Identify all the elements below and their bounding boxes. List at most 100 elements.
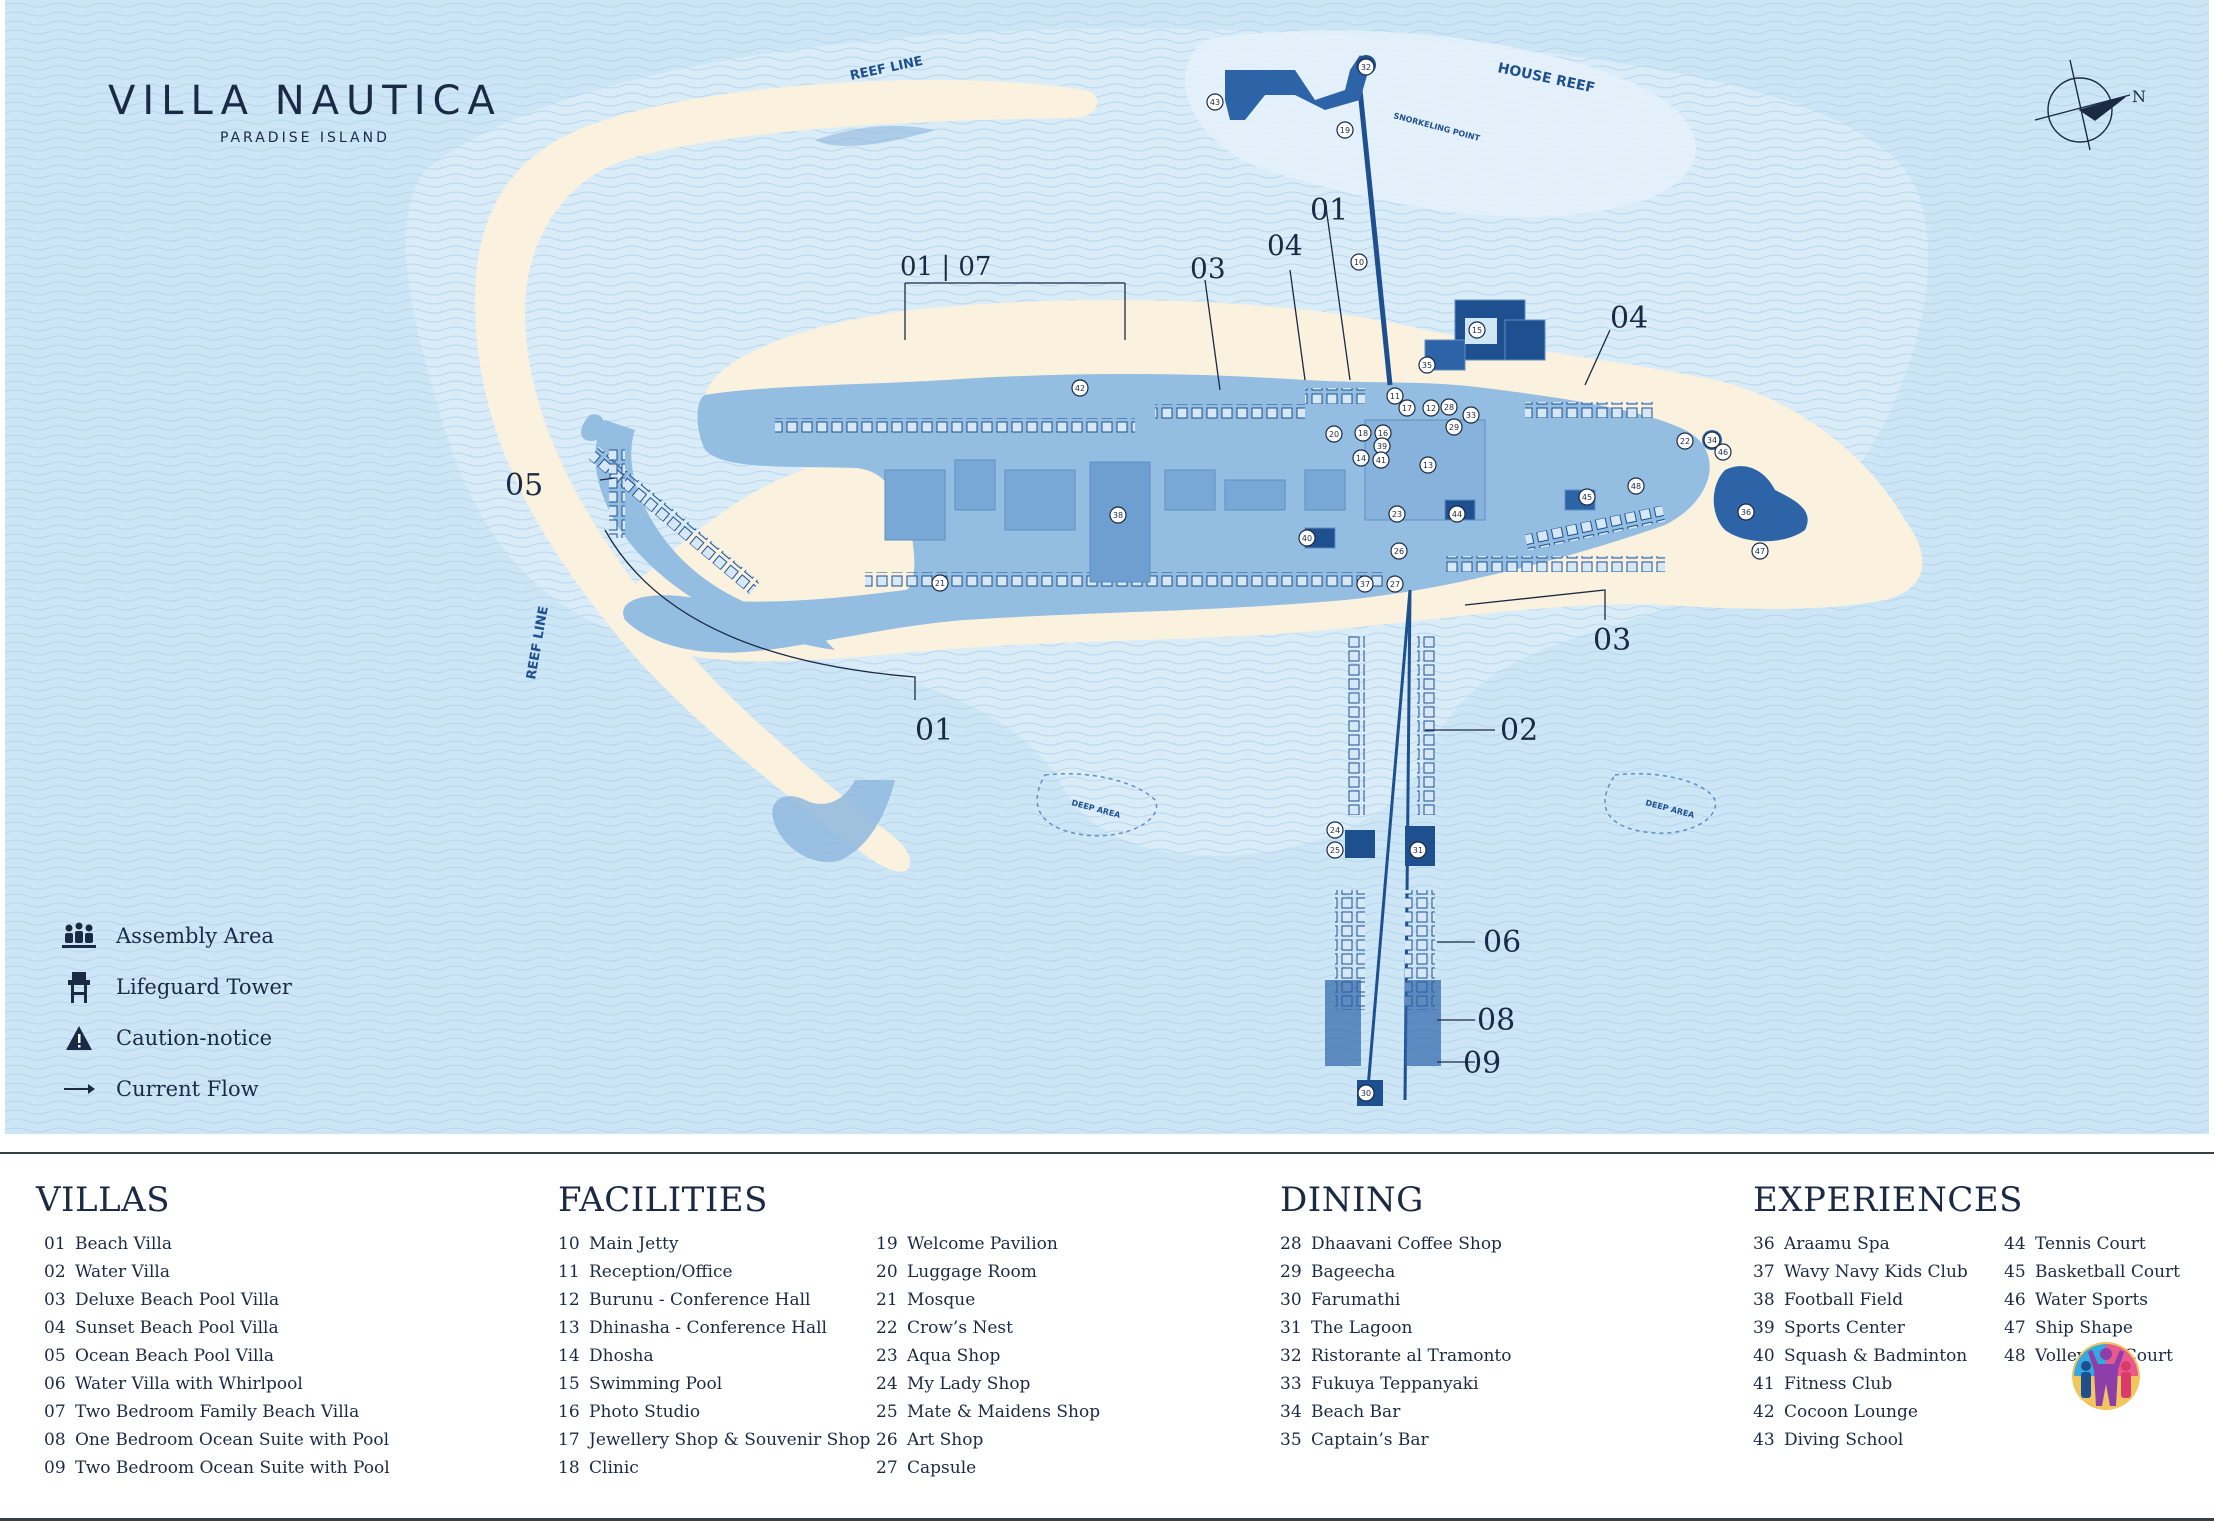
zone-05: 05 xyxy=(505,468,543,503)
svg-text:14: 14 xyxy=(1356,454,1366,463)
poi-marker-25: 25 xyxy=(1326,841,1344,859)
map-legend: Assembly Area Lifeguard Tower Caution-no… xyxy=(58,910,292,1114)
svg-text:10: 10 xyxy=(1354,258,1364,267)
poi-marker-35: 35 xyxy=(1418,356,1436,374)
deep-area-right xyxy=(1604,772,1717,834)
divider xyxy=(0,1152,2214,1154)
poi-marker-27: 27 xyxy=(1386,575,1404,593)
legend-assembly-area: Assembly Area xyxy=(58,910,292,961)
poi-marker-23: 23 xyxy=(1388,505,1406,523)
svg-text:41: 41 xyxy=(1376,456,1386,465)
svg-text:39: 39 xyxy=(1377,442,1387,451)
kids-club-badge-icon xyxy=(2072,1342,2140,1410)
svg-text:23: 23 xyxy=(1392,510,1402,519)
legend-lifeguard-tower: Lifeguard Tower xyxy=(58,961,292,1012)
poi-marker-46: 46 xyxy=(1714,443,1732,461)
dining-title: DINING xyxy=(1280,1180,1424,1220)
zone-labels: 01 01 | 07 03 04 04 05 01 03 02 06 08 09 xyxy=(505,193,1648,1081)
poi-marker-15: 15 xyxy=(1468,321,1486,339)
poi-marker-13: 13 xyxy=(1419,456,1437,474)
svg-text:42: 42 xyxy=(1075,384,1085,393)
poi-marker-26: 26 xyxy=(1390,542,1408,560)
house-reef-area xyxy=(1185,30,1696,217)
svg-text:26: 26 xyxy=(1394,547,1404,556)
svg-text:40: 40 xyxy=(1302,534,1312,543)
experiences-title: EXPERIENCES xyxy=(1753,1180,2023,1220)
legend-current-flow: Current Flow xyxy=(58,1063,292,1114)
brand-logo: VILLA NAUTICA PARADISE ISLAND xyxy=(108,78,502,146)
svg-text:17: 17 xyxy=(1402,404,1412,413)
svg-text:47: 47 xyxy=(1755,547,1765,556)
villas-title: VILLAS xyxy=(36,1180,170,1220)
svg-text:22: 22 xyxy=(1680,437,1690,446)
poi-marker-41: 41 xyxy=(1372,451,1390,469)
svg-text:27: 27 xyxy=(1390,580,1400,589)
buildings xyxy=(884,299,1596,583)
legend-caution: Caution-notice xyxy=(58,1012,292,1063)
svg-text:11: 11 xyxy=(1390,392,1400,401)
svg-text:20: 20 xyxy=(1329,430,1339,439)
legend-label: Assembly Area xyxy=(116,923,274,948)
zone-06: 06 xyxy=(1483,925,1521,960)
svg-text:15: 15 xyxy=(1472,326,1482,335)
poi-markers: 1011121314151617181920212223242526272829… xyxy=(931,58,1769,1102)
svg-text:33: 33 xyxy=(1466,411,1476,420)
assembly-area-icon xyxy=(58,918,100,954)
poi-marker-30: 30 xyxy=(1357,1084,1375,1102)
poi-marker-42: 42 xyxy=(1071,379,1089,397)
svg-text:18: 18 xyxy=(1358,429,1368,438)
svg-text:29: 29 xyxy=(1449,423,1459,432)
svg-text:32: 32 xyxy=(1361,63,1371,72)
poi-marker-21: 21 xyxy=(931,574,949,592)
poi-marker-24: 24 xyxy=(1326,821,1344,839)
divider-bottom xyxy=(0,1518,2214,1521)
poi-marker-28: 28 xyxy=(1440,398,1458,416)
poi-marker-37: 37 xyxy=(1356,575,1374,593)
svg-text:19: 19 xyxy=(1340,126,1350,135)
zone-01-top: 01 xyxy=(1310,193,1348,228)
poi-marker-29: 29 xyxy=(1445,418,1463,436)
svg-text:25: 25 xyxy=(1330,846,1340,855)
arrow-right-icon xyxy=(58,1071,100,1107)
poi-marker-47: 47 xyxy=(1751,542,1769,560)
svg-text:30: 30 xyxy=(1361,1089,1371,1098)
spa-complex xyxy=(1713,466,1808,542)
poi-marker-38: 38 xyxy=(1109,506,1127,524)
svg-text:28: 28 xyxy=(1444,403,1454,412)
poi-marker-40: 40 xyxy=(1298,529,1316,547)
